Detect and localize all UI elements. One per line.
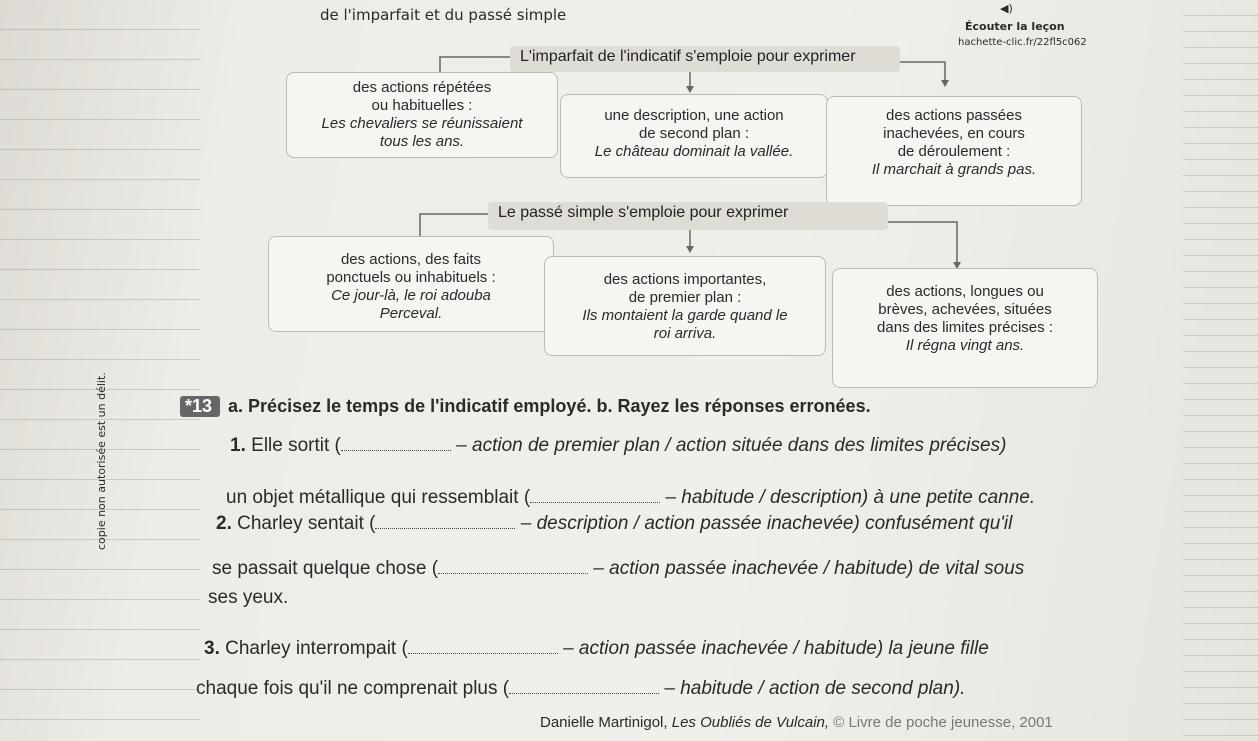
left-ruled-page: [0, 0, 200, 741]
source-credit: Danielle Martinigol, Les Oubliés de Vulc…: [540, 714, 1053, 731]
line-text: Charley interrompait (: [225, 638, 408, 659]
line-text: ses yeux.: [208, 587, 289, 608]
box-line: de déroulement :: [897, 143, 1011, 160]
credit-publisher: © Livre de poche jeunesse, 2001: [833, 714, 1053, 731]
right-ruled-page: [1183, 0, 1258, 741]
exercise-line: se passait quelque chose ( – action pass…: [212, 557, 1024, 580]
line-choices[interactable]: – description / action passée inachevée)…: [515, 513, 1013, 534]
imparfait-box-description: une description, une action de second pl…: [560, 94, 828, 178]
box-line: des actions importantes,: [603, 271, 767, 288]
answer-blank[interactable]: [340, 434, 451, 451]
line-text: se passait quelque chose (: [212, 558, 439, 579]
line-text: un objet métallique qui ressemblait (: [226, 487, 531, 508]
copyright-side-note: copie non autorisée est un délit.: [95, 372, 108, 550]
item-number: 1.: [230, 435, 246, 456]
box-example: roi arriva.: [653, 325, 717, 342]
box-line: inachevées, en cours: [883, 125, 1025, 142]
box-line: des actions, des faits: [340, 251, 482, 268]
credit-title: Les Oubliés de Vulcain,: [671, 714, 830, 731]
box-example: Le château dominait la vallée.: [594, 143, 794, 160]
exercise-line: chaque fois qu'il ne comprenait plus ( –…: [196, 677, 965, 700]
box-line: ou habituelles :: [371, 97, 473, 114]
box-example: Les chevaliers se réunissaient: [321, 115, 523, 132]
box-example: Il régna vingt ans.: [905, 337, 1025, 354]
line-choices[interactable]: – habitude / action de second plan).: [659, 678, 966, 699]
box-line: une description, une action: [604, 107, 784, 124]
credit-author: Danielle Martinigol,: [540, 714, 668, 731]
passe-simple-box-limited: des actions, longues ou brèves, achevées…: [832, 268, 1098, 388]
listen-lesson-link[interactable]: hachette-clic.fr/22fl5c062: [958, 37, 1087, 48]
answer-blank[interactable]: [509, 677, 660, 694]
listen-lesson-label[interactable]: Écouter la leçon: [965, 20, 1065, 33]
line-choices[interactable]: – action passée inachevée / habitude) la…: [557, 638, 989, 659]
box-line: brèves, achevées, situées: [878, 301, 1052, 318]
line-text: chaque fois qu'il ne comprenait plus (: [196, 678, 510, 699]
answer-blank[interactable]: [407, 637, 558, 654]
speaker-icon[interactable]: ◀): [1000, 2, 1013, 15]
item-number: 2.: [216, 513, 232, 534]
instruction-text: a. Précisez le temps de l'indicatif empl…: [228, 396, 871, 416]
passe-simple-banner: Le passé simple s'emploie pour exprimer: [488, 202, 888, 230]
box-line: de premier plan :: [628, 289, 742, 306]
imparfait-banner: L'imparfait de l'indicatif s'emploie pou…: [510, 46, 900, 72]
box-line: des actions passées: [886, 107, 1022, 124]
passe-simple-box-important: des actions importantes, de premier plan…: [544, 256, 826, 356]
box-example: Ce jour-là, le roi adouba: [331, 287, 491, 304]
box-example: Ils montaient la garde quand le: [582, 307, 788, 324]
box-line: dans des limites précises :: [877, 319, 1053, 336]
box-line: ponctuels ou inhabituels :: [326, 269, 496, 286]
imparfait-box-repeated: des actions répétées ou habituelles : Le…: [286, 72, 558, 158]
answer-blank[interactable]: [530, 486, 661, 503]
line-choices[interactable]: – action de premier plan / action située…: [450, 435, 1007, 456]
box-line: de second plan :: [638, 125, 750, 142]
answer-blank[interactable]: [438, 557, 589, 574]
exercise-instruction: *13 a. Précisez le temps de l'indicatif e…: [180, 396, 871, 417]
line-text: Elle sortit (: [251, 435, 341, 456]
exercise-line: 2. Charley sentait ( – description / act…: [216, 512, 1012, 535]
imparfait-box-unfinished: des actions passées inachevées, en cours…: [826, 96, 1082, 206]
box-example: tous les ans.: [379, 133, 465, 150]
box-line: des actions, longues ou: [886, 283, 1044, 300]
item-number: 3.: [204, 638, 220, 659]
box-line: des actions répétées: [352, 79, 492, 96]
line-choices[interactable]: – action passée inachevée / habitude) de…: [588, 558, 1025, 579]
exercise-line: 3. Charley interrompait ( – action passé…: [204, 637, 989, 660]
lesson-title: de l'imparfait et du passé simple: [320, 6, 567, 24]
exercise-line: 1. Elle sortit ( – action de premier pla…: [230, 434, 1006, 457]
exercise-number-badge: *13: [180, 396, 221, 417]
answer-blank[interactable]: [375, 512, 516, 529]
exercise-line: un objet métallique qui ressemblait ( – …: [226, 486, 1035, 509]
exercise-line: ses yeux.: [208, 587, 288, 609]
line-text: Charley sentait (: [237, 513, 376, 534]
box-example: Perceval.: [379, 305, 443, 322]
line-choices[interactable]: – habitude / description) à une petite c…: [660, 487, 1036, 508]
passe-simple-box-punctual: des actions, des faits ponctuels ou inha…: [268, 236, 554, 332]
box-example: Il marchait à grands pas.: [871, 161, 1037, 178]
